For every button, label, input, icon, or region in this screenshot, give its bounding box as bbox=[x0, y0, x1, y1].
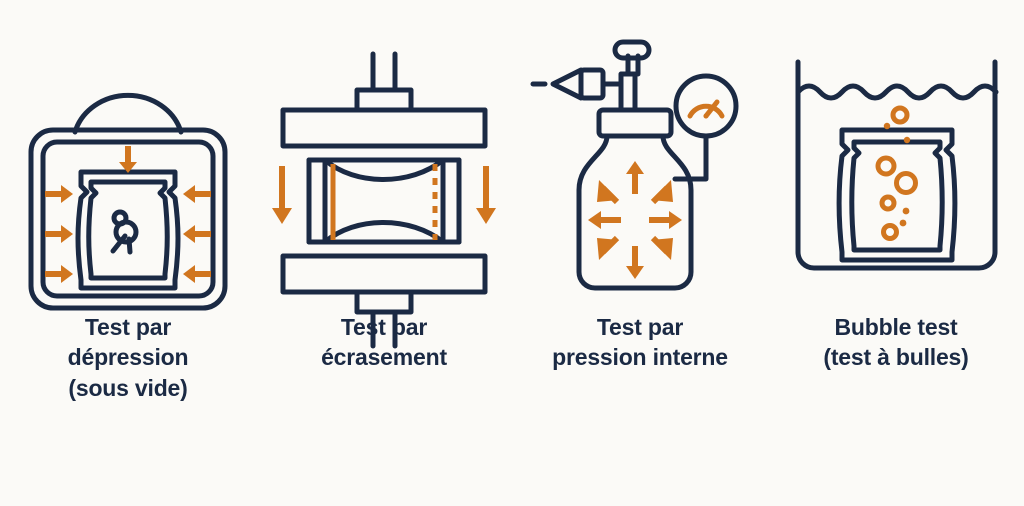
arrow-down-left bbox=[597, 235, 620, 260]
compression-press-icon bbox=[272, 51, 496, 349]
arrow-left bbox=[588, 210, 621, 229]
caption-line: dépression bbox=[67, 344, 189, 371]
pouch-seal-marks bbox=[330, 164, 438, 240]
bubble bbox=[875, 155, 896, 177]
caption-bubble-test: Bubble test (test à bulles) bbox=[776, 312, 1016, 373]
bubble bbox=[902, 207, 909, 215]
bubble bbox=[879, 194, 896, 212]
gauge-dial bbox=[687, 99, 725, 118]
panel-bubble-test: Bubble test (test à bulles) bbox=[768, 0, 1024, 506]
nozzle-cone bbox=[550, 67, 584, 100]
bottle-body bbox=[576, 133, 694, 290]
bubble-tank-icon-slot bbox=[768, 0, 1024, 300]
bottom-platen bbox=[280, 253, 488, 295]
pouch-top-curve bbox=[322, 157, 446, 182]
top-ram-collar bbox=[354, 87, 414, 113]
leak-loop-icon bbox=[113, 219, 139, 245]
vacuum-chamber-icon bbox=[28, 92, 228, 311]
chamber-dome-handle bbox=[72, 92, 184, 135]
bubble bbox=[899, 219, 906, 227]
bubble bbox=[903, 136, 910, 144]
bubble-tank-icon bbox=[795, 59, 998, 271]
arrow-left-right1 bbox=[183, 185, 211, 203]
chamber-outer-wall bbox=[28, 127, 228, 311]
pressure-bottle-icon-slot bbox=[512, 0, 768, 300]
arrow-right bbox=[649, 210, 682, 229]
panel-internal-pressure-test: Test par pression interne bbox=[512, 0, 768, 506]
arrow-down-right bbox=[476, 166, 496, 224]
caption-line: pression interne bbox=[552, 344, 728, 371]
caption-line: Test par bbox=[340, 314, 428, 340]
caption-internal-pressure-test: Test par pression interne bbox=[520, 312, 760, 373]
panel-crush-test: Test par écrasement bbox=[256, 0, 512, 506]
panel-vacuum-test: Test par dépression (sous vide) bbox=[0, 0, 256, 506]
top-platen bbox=[280, 107, 488, 149]
bubble bbox=[893, 171, 918, 195]
bubble bbox=[880, 223, 899, 241]
gauge-connector-tube bbox=[672, 133, 709, 181]
tank-outline bbox=[795, 59, 997, 271]
gauge-hub bbox=[703, 113, 709, 118]
arrow-left-right2 bbox=[183, 225, 211, 243]
arrow-down-top bbox=[119, 146, 137, 173]
arrow-down bbox=[626, 245, 644, 279]
pouch-outline bbox=[836, 127, 957, 263]
arrow-down-left bbox=[272, 166, 292, 224]
arrow-left-right3 bbox=[183, 265, 211, 283]
caption-line: (sous vide) bbox=[68, 374, 188, 401]
arrow-right-left1 bbox=[45, 185, 73, 203]
leak-tail2-icon bbox=[126, 236, 133, 255]
vacuum-chamber-icon-slot bbox=[0, 0, 256, 311]
pouch-bottom-curve bbox=[322, 220, 446, 245]
caption-line: Test par bbox=[84, 314, 172, 340]
caption-line: (test à bulles) bbox=[823, 344, 969, 371]
chamber-inner-wall bbox=[40, 139, 216, 299]
pouch-inner-outline bbox=[848, 139, 945, 253]
caption-line: Bubble test bbox=[834, 314, 958, 340]
valve-body bbox=[618, 71, 638, 112]
pump-knob bbox=[612, 39, 652, 60]
bottom-ram-collar bbox=[354, 289, 414, 315]
nozzle-collar bbox=[578, 67, 606, 100]
internal-pressure-arrows bbox=[588, 160, 682, 279]
arrow-right-left2 bbox=[45, 225, 73, 243]
vacuum-pressure-arrows bbox=[45, 146, 211, 283]
arrow-up-right bbox=[650, 179, 673, 204]
gauge-needle bbox=[703, 99, 720, 118]
leak-tail-icon bbox=[110, 233, 128, 254]
compression-press-icon-slot bbox=[256, 0, 512, 349]
caption-line: écrasement bbox=[321, 344, 447, 371]
arrow-up bbox=[626, 160, 644, 194]
bubble bbox=[883, 122, 890, 130]
caption-vacuum-test: Test par dépression (sous vide) bbox=[8, 312, 248, 403]
caption-crush-test: Test par écrasement bbox=[264, 312, 504, 373]
caption-line: Test par bbox=[596, 314, 684, 340]
bottle-collar bbox=[596, 107, 674, 138]
arrow-right-left3 bbox=[45, 265, 73, 283]
pouch-outline bbox=[75, 169, 181, 291]
crush-force-arrows bbox=[272, 166, 496, 224]
bubble bbox=[890, 105, 909, 125]
arrow-down-right bbox=[650, 235, 673, 260]
arrow-up-left bbox=[597, 179, 620, 204]
pouch-inner-outline bbox=[86, 179, 170, 281]
pressure-bottle-icon bbox=[530, 39, 739, 290]
water-surface-wave bbox=[795, 83, 998, 101]
bubble-group bbox=[875, 105, 918, 241]
